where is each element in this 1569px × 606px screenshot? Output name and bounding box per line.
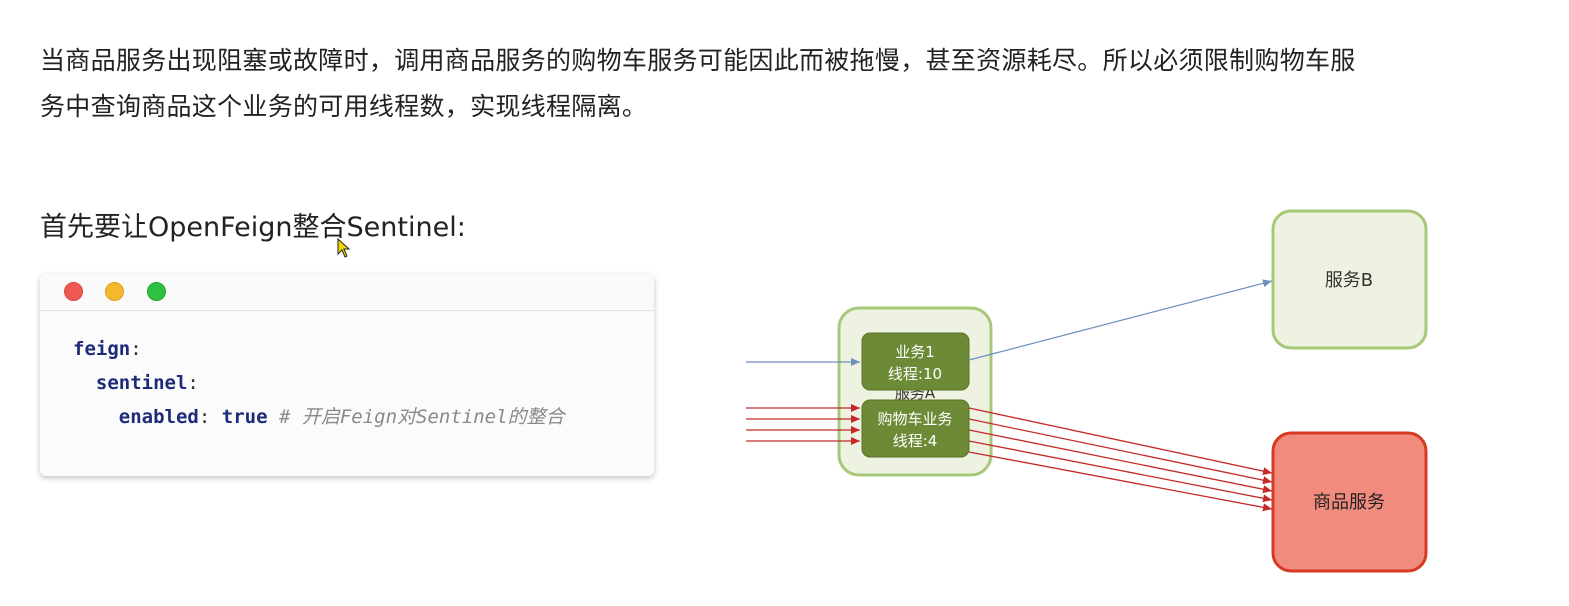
arrow-to-product-service [968,407,1273,476]
code-colon: : [130,338,142,360]
code-line: feign: [73,332,565,366]
code-window: feign: sentinel: enabled: true # 开启Feign… [40,274,654,476]
intro-paragraph: 当商品服务出现阻塞或故障时，调用商品服务的购物车服务可能因此而被拖慢，甚至资源耗… [40,38,1540,130]
window-maximize-dot-icon [147,282,166,301]
code-key: feign [73,338,131,360]
business1-box [861,332,970,391]
service-b-label: 服务B [1325,270,1373,291]
code-colon: : [187,372,199,394]
code-comment: # 开启Feign对Sentinel的整合 [278,406,565,428]
code-colon: : [198,406,211,428]
section-heading: 首先要让OpenFeign整合Sentinel: [40,212,466,243]
business1-label: 业务1 [895,343,935,361]
mouse-cursor-icon [337,238,351,258]
cart-business-threads: 线程:4 [893,432,938,450]
window-minimize-dot-icon [105,282,124,301]
business1-threads: 线程:10 [888,365,942,383]
arrow-to-service-b [968,279,1273,361]
product-service-box [1271,431,1428,573]
code-key: sentinel [95,372,188,394]
code-block: feign: sentinel: enabled: true # 开启Feign… [73,332,565,434]
cart-business-label: 购物车业务 [877,410,952,428]
code-line: enabled: true # 开启Feign对Sentinel的整合 [73,400,565,434]
arrow-to-product-service [968,429,1273,494]
code-line: sentinel: [73,366,565,400]
code-window-titlebar [40,274,654,311]
arrow-to-product-service [968,418,1273,485]
code-value: true [221,406,268,428]
product-service-label: 商品服务 [1313,492,1385,513]
arrow-to-product-service [968,440,1273,503]
intro-line-1: 当商品服务出现阻塞或故障时，调用商品服务的购物车服务可能因此而被拖慢，甚至资源耗… [40,46,1356,75]
code-key: enabled [118,406,199,428]
arrow-to-product-service [968,451,1273,512]
cart-business-box [861,399,970,458]
intro-line-2: 务中查询商品这个业务的可用线程数，实现线程隔离。 [40,92,648,121]
service-b-box [1271,209,1428,350]
window-close-dot-icon [64,282,83,301]
